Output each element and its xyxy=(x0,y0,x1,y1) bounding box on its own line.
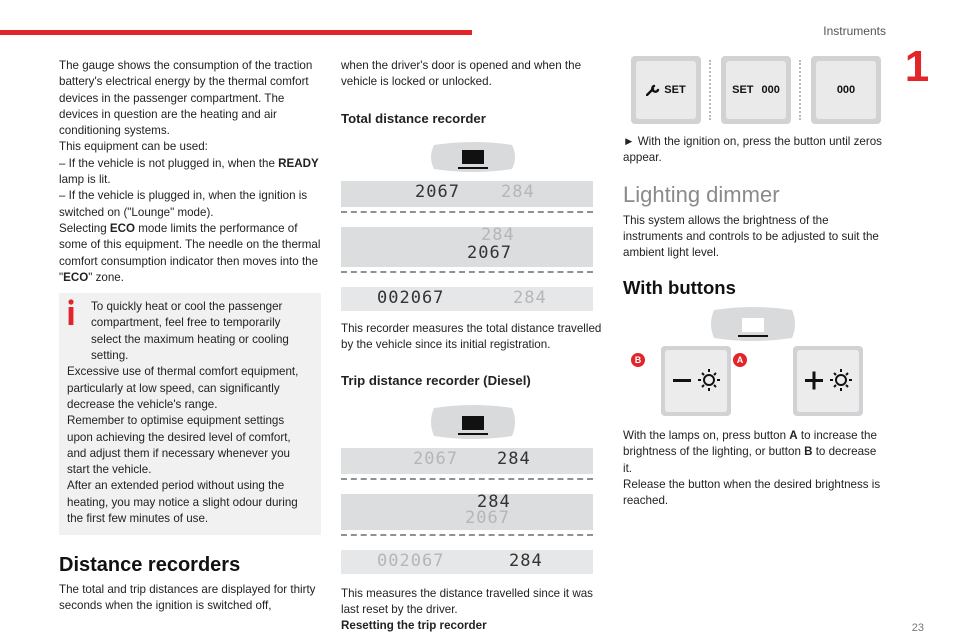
subheading: Trip distance recorder (Diesel) xyxy=(341,373,531,389)
paragraph: Selecting ECO mode limits the performanc… xyxy=(59,221,321,284)
paragraph: The total and trip distances are display… xyxy=(59,582,316,612)
paragraph: This equipment can be used: xyxy=(59,140,208,154)
instruction-step: ► With the ignition on, press the button… xyxy=(623,135,882,165)
brightness-decrease-icon xyxy=(673,369,720,392)
instrument-cluster-icon xyxy=(431,404,515,439)
section-heading: With buttons xyxy=(623,276,736,298)
paragraph: Release the button when the desired brig… xyxy=(623,477,881,508)
note-text: After an extended period without using t… xyxy=(67,479,298,526)
bold-label: Resetting the trip recorder xyxy=(341,619,487,633)
paragraph: With the lamps on, press button A to inc… xyxy=(623,429,877,475)
bullet-item: – If the vehicle is plugged in, when the… xyxy=(59,189,308,219)
paragraph: This system allows the brightness of the… xyxy=(623,213,879,260)
column-1: The gauge shows the consumption of the t… xyxy=(59,58,321,614)
odometer-display-trip: 2067 284 284 2067 002067 284 xyxy=(341,447,593,574)
badge-a: A xyxy=(733,353,747,368)
column-2: when the driver's door is opened and whe… xyxy=(341,58,605,635)
dimmer-buttons: B A xyxy=(623,346,863,418)
wrench-icon xyxy=(646,84,660,96)
note-text: To quickly heat or cool the passenger co… xyxy=(91,300,289,363)
paragraph: when the driver's door is opened and whe… xyxy=(341,59,582,89)
odometer-row: 002067 284 xyxy=(341,286,593,311)
page-number: 23 xyxy=(911,622,924,634)
info-icon xyxy=(68,299,74,326)
button-b[interactable]: B xyxy=(623,346,731,418)
instrument-cluster-icon xyxy=(431,141,515,172)
paragraph: The gauge shows the consumption of the t… xyxy=(59,59,313,138)
display-step-zero: 000 xyxy=(811,56,881,124)
odometer-row: 2067 284 xyxy=(341,447,593,474)
bullet-item: – If the vehicle is not plugged in, when… xyxy=(59,156,319,187)
section-heading: Distance recorders xyxy=(59,554,241,577)
note-text: Remember to optimise equipment settings … xyxy=(67,414,291,477)
chapter-number: 1 xyxy=(904,42,930,91)
badge-b: B xyxy=(631,353,645,368)
paragraph: This measures the distance travelled sin… xyxy=(341,586,593,617)
odometer-display-total: 2067 284 284 2067 002067 284 xyxy=(341,180,593,311)
brightness-increase-icon xyxy=(805,369,852,392)
odometer-row: 2067 284 xyxy=(341,180,593,207)
top-accent-bar xyxy=(0,30,472,35)
odometer-row: 002067 284 xyxy=(341,549,593,574)
section-title: Instruments xyxy=(823,24,886,38)
instrument-cluster-icon xyxy=(711,307,795,342)
section-heading: Lighting dimmer xyxy=(623,181,780,207)
display-step-set: SET xyxy=(631,56,701,124)
paragraph: This recorder measures the total distanc… xyxy=(341,321,602,352)
info-note: To quickly heat or cool the passenger co… xyxy=(59,293,321,536)
button-a[interactable]: A xyxy=(733,346,863,418)
note-text: Excessive use of thermal comfort equipme… xyxy=(67,365,299,411)
odometer-row: 284 2067 xyxy=(341,226,593,267)
subheading: Total distance recorder xyxy=(341,110,486,126)
odometer-row: 284 2067 xyxy=(341,493,593,530)
